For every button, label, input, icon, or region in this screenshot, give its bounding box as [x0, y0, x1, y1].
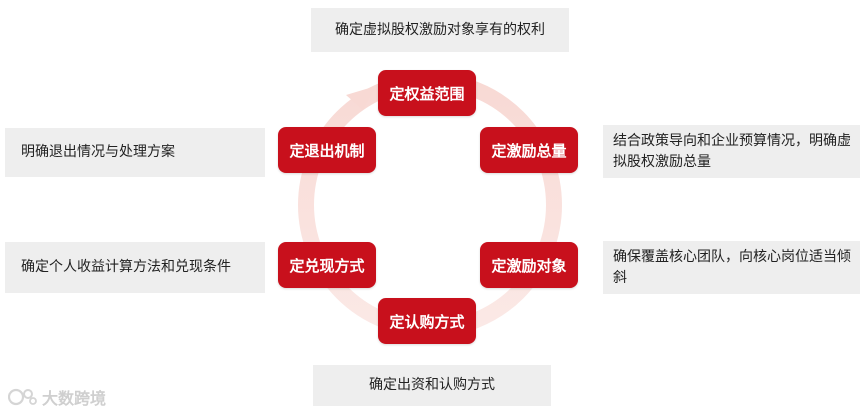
node-bottom: 定认购方式	[378, 298, 476, 344]
desc-right-top: 结合政策导向和企业预算情况，明确虚拟股权激励总量	[603, 125, 860, 178]
watermark-text: 大数跨境	[42, 389, 107, 408]
desc-right-bottom: 确保覆盖核心团队，向核心岗位适当倾斜	[603, 241, 860, 294]
node-left-top: 定退出机制	[278, 127, 376, 173]
desc-left-top: 明确退出情况与处理方案	[5, 128, 265, 177]
node-left-bottom: 定兑现方式	[278, 242, 376, 288]
logo-icon	[8, 388, 37, 406]
watermark: 大数跨境	[8, 385, 106, 409]
desc-top: 确定虚拟股权激励对象享有的权利	[311, 8, 569, 52]
desc-left-bottom: 确定个人收益计算方法和兑现条件	[5, 242, 265, 293]
desc-bottom: 确定出资和认购方式	[313, 365, 551, 406]
node-right-bottom: 定激励对象	[480, 242, 578, 288]
node-right-top: 定激励总量	[480, 127, 578, 173]
ring-circle	[298, 73, 562, 337]
node-top: 定权益范围	[378, 70, 476, 116]
ring-arrow-icon	[346, 86, 376, 110]
